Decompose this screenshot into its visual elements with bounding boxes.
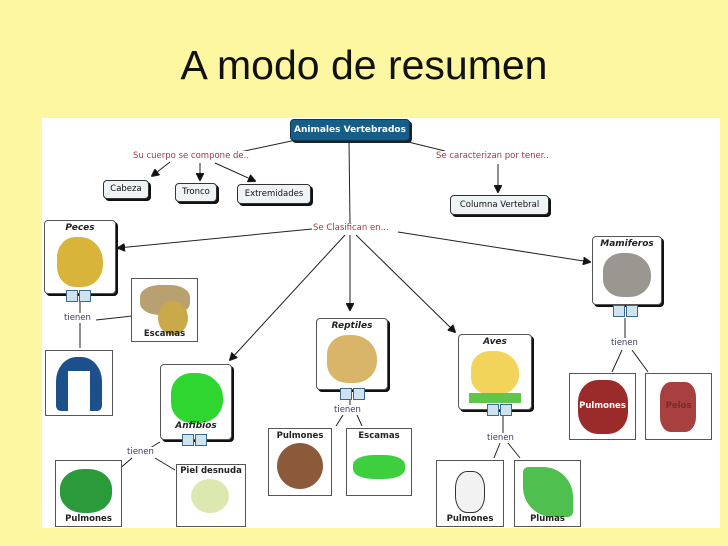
concept-extremidades[interactable]: Extremidades xyxy=(237,184,311,204)
node-reptiles[interactable]: Reptiles xyxy=(316,318,388,390)
link-label-clasifican: Se Clasifican en... xyxy=(313,223,389,233)
image-escamas-peces[interactable]: Escamas xyxy=(131,278,198,342)
concept-tronco[interactable]: Tronco xyxy=(175,183,217,202)
image-pulmones-reptiles[interactable]: Pulmones xyxy=(268,428,332,496)
document-icon[interactable] xyxy=(353,388,365,400)
resource-icons[interactable] xyxy=(182,434,207,446)
image-icon[interactable] xyxy=(66,290,78,302)
node-label: Mamiferos xyxy=(600,239,654,249)
document-icon[interactable] xyxy=(626,305,638,317)
link-label-tienen: tienen xyxy=(611,338,638,348)
image-icon[interactable] xyxy=(613,305,625,317)
concept-cabeza[interactable]: Cabeza xyxy=(103,180,149,199)
image-pulmones-anfibios[interactable]: Pulmones xyxy=(55,460,122,527)
link-label-compone: Su cuerpo se compone de.. xyxy=(133,151,250,161)
duckling-image xyxy=(471,351,519,395)
image-fish-gills[interactable] xyxy=(45,350,113,416)
resource-icons[interactable] xyxy=(340,388,365,400)
node-peces[interactable]: Peces xyxy=(44,220,116,294)
image-plumas[interactable]: Plumas xyxy=(514,460,581,527)
image-pulmones-aves[interactable]: Pulmones xyxy=(436,460,504,527)
node-label: Peces xyxy=(65,223,95,233)
link-label-tienen: tienen xyxy=(487,433,514,443)
frog-image xyxy=(171,373,223,423)
link-label-tienen: tienen xyxy=(127,447,154,457)
image-icon[interactable] xyxy=(487,404,499,416)
node-label: Aves xyxy=(483,337,507,347)
node-anfibios[interactable]: Anfibios xyxy=(160,364,232,440)
image-pelos[interactable]: Pelos xyxy=(645,373,712,440)
image-icon[interactable] xyxy=(340,388,352,400)
link-label-tienen: tienen xyxy=(64,313,91,323)
image-escamas-reptiles[interactable]: Escamas xyxy=(346,428,412,496)
image-icon[interactable] xyxy=(182,434,194,446)
root-node[interactable]: Animales Vertebrados xyxy=(290,119,410,141)
node-mamiferos[interactable]: Mamiferos xyxy=(592,236,662,305)
node-label: Anfibios xyxy=(175,421,217,431)
snake-image xyxy=(327,335,377,383)
concept-columna-vertebral[interactable]: Columna Vertebral xyxy=(450,195,549,215)
document-icon[interactable] xyxy=(500,404,512,416)
link-label-caracterizan: Se caracterizan por tener.. xyxy=(436,151,549,161)
link-label-tienen: tienen xyxy=(334,405,361,415)
node-aves[interactable]: Aves xyxy=(458,334,532,410)
slide-title: A modo de resumen xyxy=(180,42,548,88)
elephant-image xyxy=(603,253,651,297)
resource-icons[interactable] xyxy=(487,404,512,416)
resource-icons[interactable] xyxy=(613,305,638,317)
document-icon[interactable] xyxy=(79,290,91,302)
image-piel-desnuda[interactable]: Piel desnuda xyxy=(176,464,246,527)
document-icon[interactable] xyxy=(195,434,207,446)
image-pulmones-mamiferos[interactable]: Pulmones xyxy=(569,373,636,440)
node-label: Reptiles xyxy=(331,321,373,331)
fish-image xyxy=(57,237,103,287)
resource-icons[interactable] xyxy=(66,290,91,302)
